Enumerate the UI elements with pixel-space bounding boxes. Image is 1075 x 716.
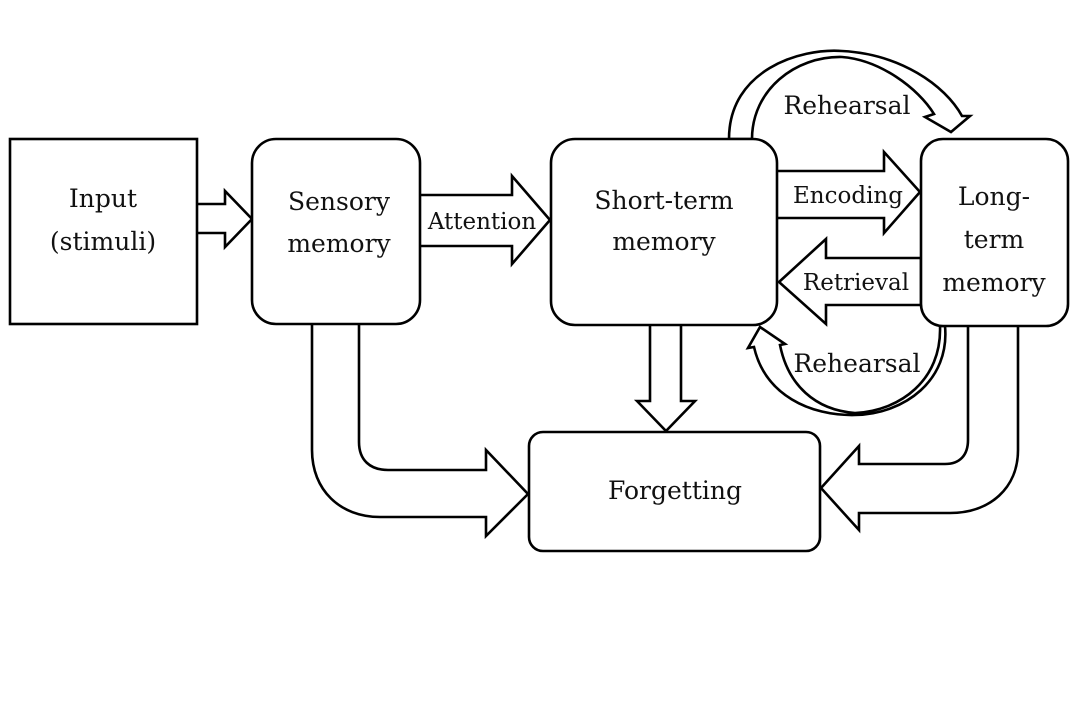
long-term-label-line2: term	[964, 225, 1025, 254]
sensory-memory-box	[250, 137, 422, 326]
sensory-label-line1: Sensory	[288, 187, 391, 216]
long-term-to-forgetting-arrow	[819, 322, 1020, 534]
short-term-memory-box	[549, 137, 779, 327]
encoding-arrow-shape	[774, 148, 922, 237]
retrieval-label: Retrieval	[803, 270, 909, 296]
rehearsal-top-label: Rehearsal	[783, 91, 910, 120]
forgetting-box	[527, 430, 822, 553]
sensory-memory-node: Sensory memory	[250, 137, 422, 326]
rehearsal-bottom-arrow-shape	[745, 324, 947, 417]
attention-label: Attention	[427, 209, 537, 235]
short-term-label-line2: memory	[612, 227, 716, 256]
input-label-line2: (stimuli)	[50, 227, 156, 256]
encoding-arrow: Encoding	[774, 148, 922, 237]
short-term-memory-node: Short-term memory	[549, 137, 779, 327]
short-term-label-line1: Short-term	[594, 186, 734, 215]
rehearsal-top-arrow: Rehearsal	[727, 49, 974, 141]
input-box	[8, 137, 199, 326]
long-term-memory-box	[919, 137, 1070, 328]
rehearsal-top-arrow-shape	[727, 49, 974, 141]
attention-arrow-shape	[417, 172, 552, 268]
long-term-memory-node: Long- term memory	[919, 137, 1070, 328]
short-term-to-forgetting-arrow	[633, 322, 699, 433]
attention-arrow: Attention	[417, 172, 552, 268]
retrieval-arrow: Retrieval	[777, 236, 923, 327]
rehearsal-bottom-arrow: Rehearsal	[745, 324, 947, 417]
encoding-label: Encoding	[793, 183, 903, 209]
retrieval-arrow-shape	[777, 236, 923, 327]
sensory-label-line2: memory	[287, 229, 391, 258]
input-to-sensory-arrow	[194, 187, 254, 251]
input-label-line1: Input	[69, 184, 137, 213]
long-term-label-line3: memory	[942, 268, 1046, 297]
long-term-label-line1: Long-	[958, 182, 1030, 211]
input-node: Input (stimuli)	[8, 137, 199, 326]
rehearsal-bottom-label: Rehearsal	[793, 349, 920, 378]
forgetting-node: Forgetting	[527, 430, 822, 553]
forgetting-label: Forgetting	[608, 476, 742, 505]
sensory-to-forgetting-arrow	[310, 320, 530, 540]
